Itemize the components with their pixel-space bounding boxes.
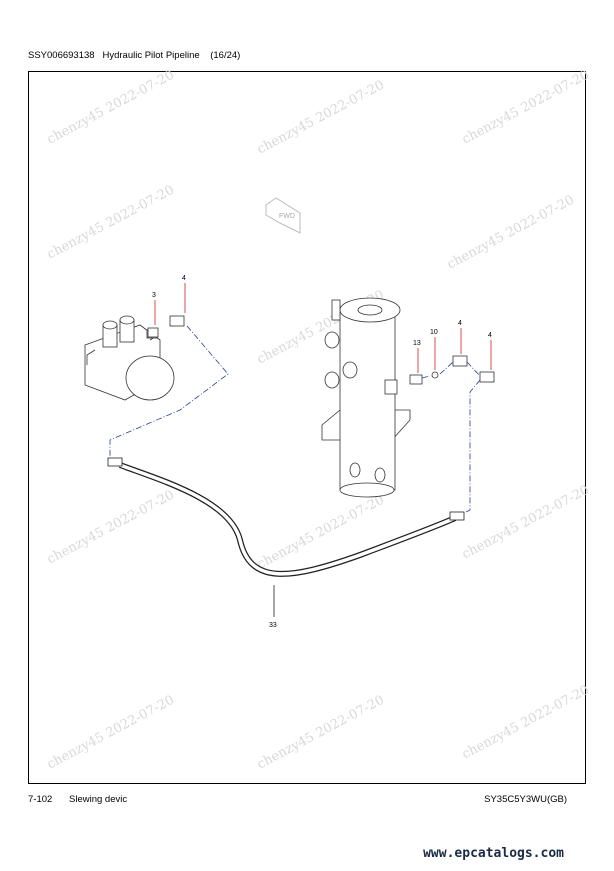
- callout-13: 13: [413, 340, 421, 373]
- hose-33: [107, 457, 465, 577]
- section-name: Slewing devic: [69, 794, 128, 805]
- svg-text:10: 10: [430, 329, 438, 336]
- site-link[interactable]: www.epcatalogs.com: [423, 846, 564, 861]
- svg-text:3: 3: [152, 292, 156, 299]
- center-swivel-joint: [321, 297, 411, 498]
- svg-text:33: 33: [269, 622, 277, 629]
- diagram-frame: [28, 71, 586, 784]
- fwd-label: FWD: [279, 213, 295, 220]
- fwd-arrow-icon: FWD: [265, 197, 301, 234]
- pipe-route: [109, 325, 481, 516]
- fittings: [147, 327, 495, 385]
- svg-text:4: 4: [458, 320, 462, 327]
- page-title: Hydraulic Pilot Pipeline: [102, 50, 200, 61]
- page-header: SSY006693138 Hydraulic Pilot Pipeline (1…: [28, 50, 240, 61]
- callout-3: 3: [152, 292, 156, 325]
- callout-4: 4: [182, 275, 186, 313]
- callout-33: 33: [269, 585, 277, 629]
- page-count: (16/24): [210, 50, 241, 61]
- svg-text:13: 13: [413, 340, 421, 347]
- model-code: SY35C5Y3WU(GB): [484, 794, 567, 805]
- doc-id: SSY006693138: [28, 50, 95, 61]
- callout-4: 4: [488, 332, 492, 370]
- callout-10: 10: [430, 329, 438, 370]
- svg-text:4: 4: [488, 332, 492, 339]
- pilot-valve: [84, 315, 185, 401]
- svg-text:4: 4: [182, 275, 186, 282]
- page-number: 7-102: [28, 794, 53, 805]
- callout-4: 4: [458, 320, 462, 354]
